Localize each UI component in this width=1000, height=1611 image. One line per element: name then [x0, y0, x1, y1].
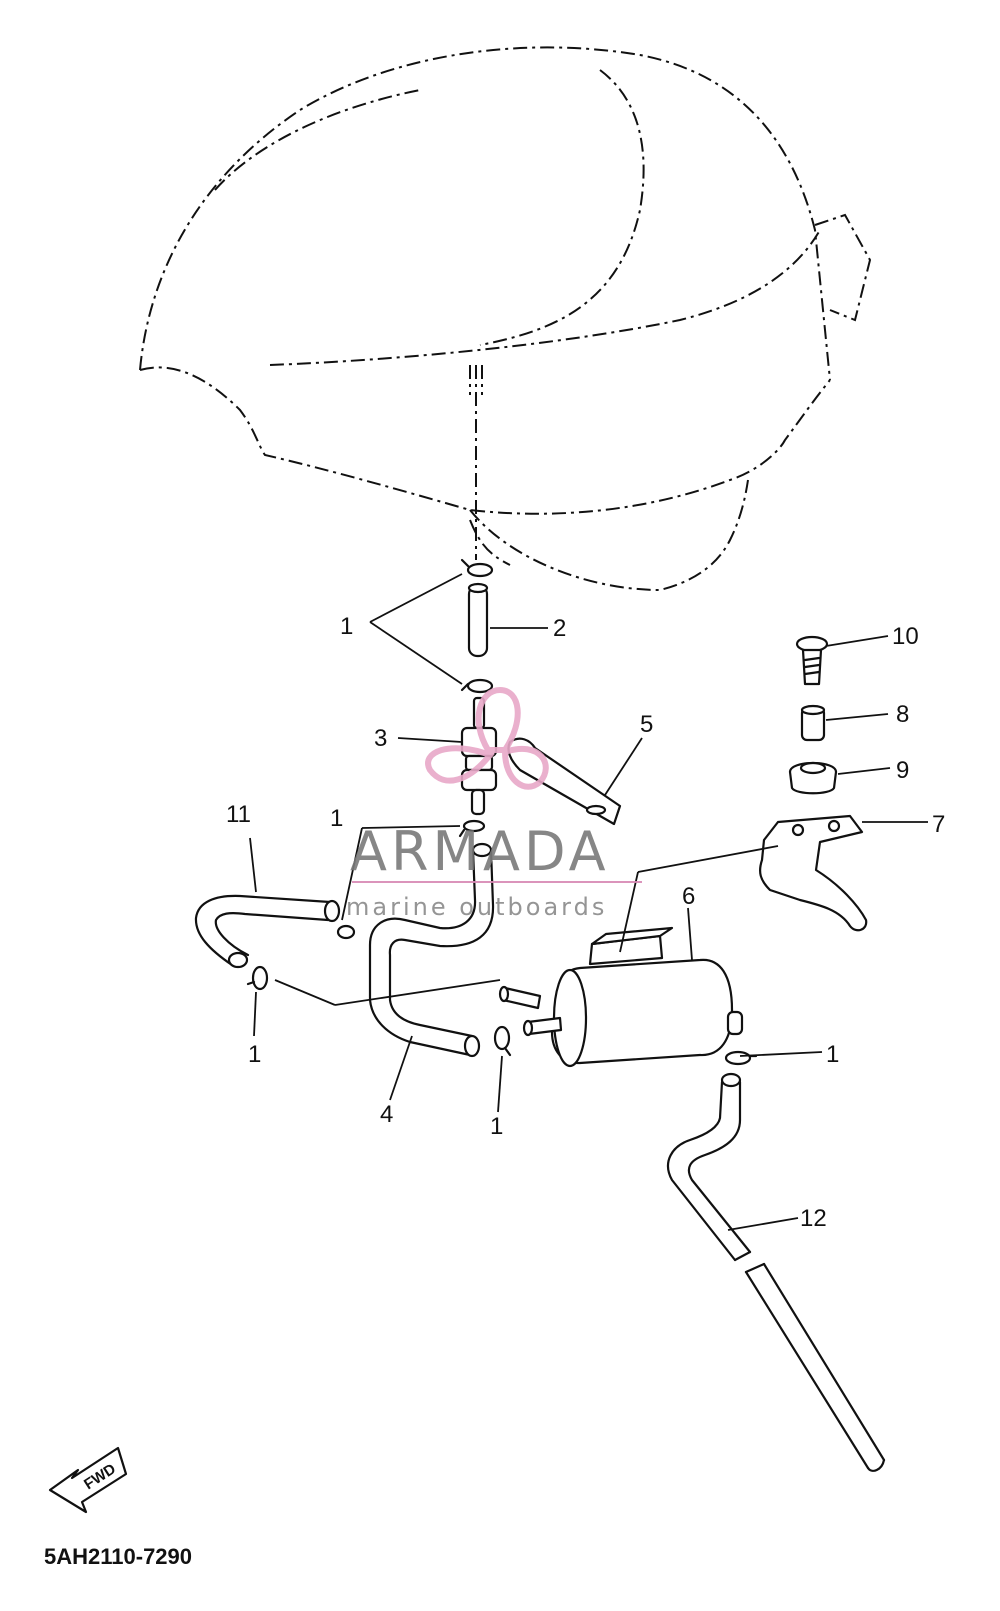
bracket-part-7[interactable]: [759, 814, 868, 932]
callout-1: 1: [826, 1041, 839, 1068]
watermark-brand: ARMADA: [350, 820, 610, 883]
diagram-code: 5AH2110-7290: [44, 1544, 192, 1569]
hose-part-2[interactable]: [467, 582, 489, 658]
canister-part-6[interactable]: [498, 926, 744, 1068]
callout-11: 11: [226, 801, 251, 828]
callout-labels: 1 2 3 5 10 8 9 7 11 1 6 1 1 4 1 12: [226, 613, 945, 1232]
callout-1: 1: [330, 805, 343, 832]
watermark: ARMADA marine outboards: [346, 686, 642, 921]
callout-7: 7: [932, 811, 945, 838]
callout-5: 5: [640, 711, 653, 738]
hose-part-12[interactable]: [666, 1072, 886, 1472]
callout-12: 12: [800, 1205, 827, 1232]
fwd-arrow-icon: FWD: [48, 1446, 128, 1514]
fuel-tank-outline: [139, 46, 872, 592]
clamp-center-lower[interactable]: [493, 1025, 512, 1057]
clamp-left-upper[interactable]: [336, 924, 356, 940]
hose-part-4[interactable]: [368, 842, 495, 1058]
grommet-part-9[interactable]: [788, 761, 838, 795]
bolt-part-10[interactable]: [795, 635, 829, 686]
collar-part-8[interactable]: [800, 704, 826, 742]
callout-4: 4: [380, 1101, 393, 1128]
hose-part-11[interactable]: [194, 894, 341, 969]
callout-6: 6: [682, 883, 695, 910]
callout-10: 10: [892, 623, 919, 650]
propeller-logo-icon: [425, 686, 549, 790]
callout-8: 8: [896, 701, 909, 728]
callout-1: 1: [340, 613, 353, 640]
clamp-left-lower[interactable]: [246, 965, 269, 991]
callout-2: 2: [553, 615, 566, 642]
clamp-top[interactable]: [460, 558, 494, 578]
leader-lines: [249, 573, 928, 1231]
clamp-center-upper[interactable]: [458, 819, 486, 838]
callout-9: 9: [896, 757, 909, 784]
callout-3: 3: [374, 725, 387, 752]
clamp-mid[interactable]: [460, 678, 494, 694]
watermark-tagline: marine outboards: [346, 893, 607, 921]
clamp-right[interactable]: [724, 1050, 758, 1066]
callout-1: 1: [490, 1113, 503, 1140]
callout-1: 1: [248, 1041, 261, 1068]
